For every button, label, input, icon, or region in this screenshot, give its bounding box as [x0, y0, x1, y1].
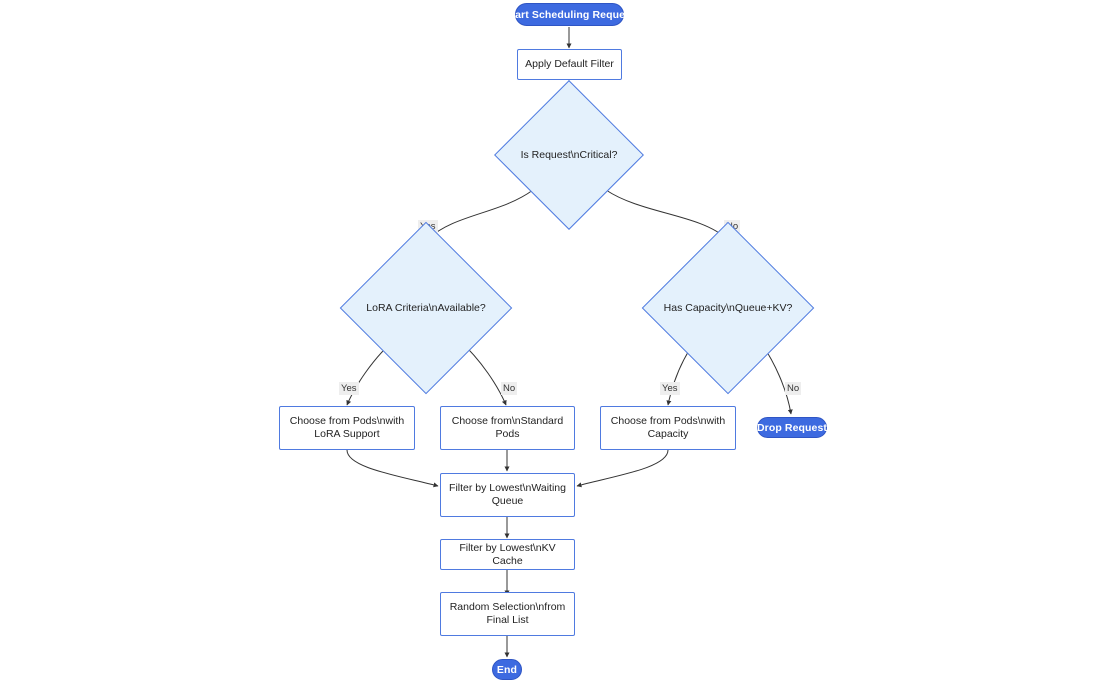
node-filter-kv-cache-label: Filter by Lowest\nKV Cache: [459, 541, 556, 567]
node-is-request-critical[interactable]: Is Request\nCritical?: [494, 80, 644, 230]
node-filter-kv-cache[interactable]: Filter by Lowest\nKV Cache: [440, 539, 575, 570]
node-is-request-critical-label: Is Request\nCritical?: [520, 148, 618, 161]
node-end-label: End: [496, 663, 518, 676]
node-apply-default-filter-label: Apply Default Filter: [525, 58, 614, 70]
node-lora-criteria-available-label: LoRA Criteria\nAvailable?: [366, 301, 486, 314]
edge-capacity-pods-to-filter-queue: [576, 449, 669, 488]
node-random-selection-line1: Random Selection\nfrom: [449, 601, 566, 613]
node-random-selection[interactable]: Random Selection\nfrom Final List: [440, 592, 575, 636]
edge-label-capacity-no: No: [785, 382, 802, 395]
node-choose-lora-pods-line1: Choose from Pods\nwith: [289, 415, 405, 427]
node-lora-criteria-available[interactable]: LoRA Criteria\nAvailable?: [339, 221, 513, 395]
node-start[interactable]: Start Scheduling Request: [504, 3, 634, 26]
node-choose-lora-pods[interactable]: Choose from Pods\nwith LoRA Support: [279, 406, 415, 450]
edge-label-lora-no: No: [501, 382, 518, 395]
node-choose-capacity-pods[interactable]: Choose from Pods\nwith Capacity: [600, 406, 736, 450]
edge-lora-pods-to-filter-queue: [346, 449, 439, 488]
edge-critical-yes-to-lora: [427, 189, 534, 240]
node-choose-capacity-pods-line1: Choose from Pods\nwith: [610, 415, 726, 427]
node-start-label: Start Scheduling Request: [504, 8, 635, 21]
node-choose-lora-pods-line2: LoRA Support: [314, 428, 380, 440]
node-drop-request[interactable]: Drop Request: [757, 417, 827, 438]
node-filter-waiting-queue-line1: Filter by Lowest\nWaiting: [449, 482, 566, 494]
edge-label-lora-yes: Yes: [339, 382, 359, 395]
node-choose-standard-pods-line2: Pods: [495, 428, 520, 440]
node-filter-waiting-queue[interactable]: Filter by Lowest\nWaiting Queue: [440, 473, 575, 517]
edge-label-capacity-yes: Yes: [660, 382, 680, 395]
node-choose-capacity-pods-line2: Capacity: [647, 428, 689, 440]
node-has-capacity-label: Has Capacity\nQueue+KV?: [663, 301, 793, 314]
node-end[interactable]: End: [492, 659, 522, 680]
node-drop-request-label: Drop Request: [756, 421, 828, 434]
node-filter-waiting-queue-line2: Queue: [491, 495, 524, 507]
node-has-capacity[interactable]: Has Capacity\nQueue+KV?: [641, 221, 815, 395]
node-choose-standard-pods-line1: Choose from\nStandard: [451, 415, 564, 427]
node-apply-default-filter[interactable]: Apply Default Filter: [517, 49, 622, 80]
node-choose-standard-pods[interactable]: Choose from\nStandard Pods: [440, 406, 575, 450]
node-random-selection-line2: Final List: [486, 614, 529, 626]
edge-critical-no-to-capacity: [605, 189, 728, 240]
